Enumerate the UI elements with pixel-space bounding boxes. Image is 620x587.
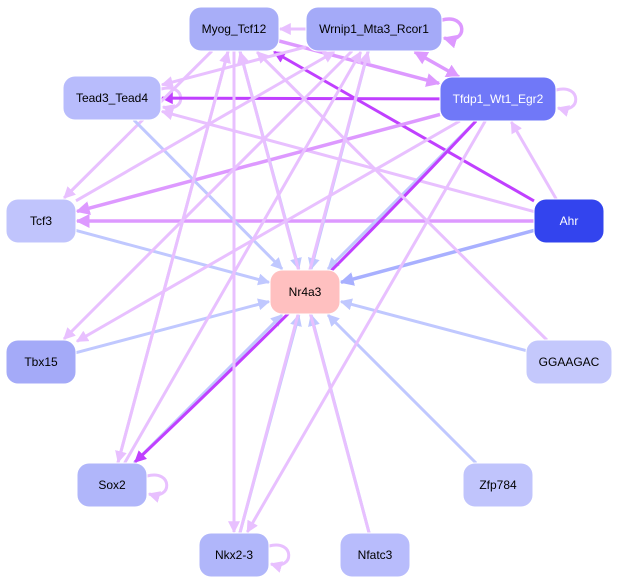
node-box (462, 462, 534, 508)
node-wrnip1_mta3_rcor1[interactable]: Wrnip1_Mta3_Rcor1 (305, 6, 443, 52)
node-tfdp1_wt1_egr2[interactable]: Tfdp1_Wt1_Egr2 (439, 76, 557, 122)
node-box (269, 269, 341, 315)
edge-ahr-to-myog_tcf12 (273, 50, 535, 203)
node-label: Nr4a3 (289, 285, 322, 299)
node-label: Zfp784 (479, 478, 517, 492)
edge-ahr-to-tead3_tead4 (160, 108, 535, 214)
edge-sox2-to-myog_tcf12 (116, 50, 231, 464)
node-label: Ahr (560, 214, 579, 228)
node-label: GGAAGAC (539, 355, 600, 369)
node-tbx15[interactable]: Tbx15 (5, 339, 77, 385)
node-ggaagac[interactable]: GGAAGAC (525, 339, 613, 385)
edge-nkx2-3-to-nkx2-3 (268, 543, 291, 573)
node-label: Tead3_Tead4 (76, 91, 148, 105)
edge-zfp784-to-nr4a3 (326, 313, 478, 465)
edge-ahr-to-nr4a3 (339, 228, 535, 286)
node-tead3_tead4[interactable]: Tead3_Tead4 (62, 75, 162, 121)
node-label: Tfdp1_Wt1_Egr2 (453, 92, 544, 106)
node-tcf3[interactable]: Tcf3 (5, 198, 77, 244)
node-box (188, 6, 280, 52)
node-nkx2-3[interactable]: Nkx2-3 (198, 532, 270, 578)
node-box (339, 532, 411, 578)
node-box (62, 75, 162, 121)
node-label: Tcf3 (30, 214, 52, 228)
node-ahr[interactable]: Ahr (533, 198, 605, 244)
node-box (5, 339, 77, 385)
edge-tfdp1_wt1_egr2-to-tbx15 (75, 119, 461, 343)
edge-ahr-to-tfdp1_wt1_egr2 (510, 120, 558, 200)
node-label: Wrnip1_Mta3_Rcor1 (319, 22, 429, 36)
node-zfp784[interactable]: Zfp784 (462, 462, 534, 508)
node-label: Nkx2-3 (215, 548, 253, 562)
edge-sox2-to-sox2 (146, 473, 169, 503)
edge-tfdp1_wt1_egr2-to-tcf3 (75, 112, 441, 215)
node-box (76, 462, 148, 508)
node-box (533, 198, 605, 244)
edge-ggaagac-to-nr4a3 (339, 298, 527, 353)
edge-ggaagac-to-myog_tcf12 (256, 50, 548, 342)
node-nfatc3[interactable]: Nfatc3 (339, 532, 411, 578)
node-box (305, 6, 443, 52)
node-label: Sox2 (98, 478, 126, 492)
edge-tcf3-to-wrnip1_mta3_rcor1 (75, 50, 336, 203)
edges-layer (62, 17, 578, 573)
node-label: Tbx15 (24, 355, 58, 369)
node-box (198, 532, 270, 578)
edge-tfdp1_wt1_egr2-to-nkx2-3 (246, 120, 487, 534)
node-myog_tcf12[interactable]: Myog_Tcf12 (188, 6, 280, 52)
node-sox2[interactable]: Sox2 (76, 462, 148, 508)
node-label: Myog_Tcf12 (202, 22, 267, 36)
node-label: Nfatc3 (358, 548, 393, 562)
edge-wrnip1_mta3_rcor1-to-wrnip1_mta3_rcor1 (441, 17, 464, 49)
edge-tfdp1_wt1_egr2-to-tfdp1_wt1_egr2 (555, 87, 578, 117)
node-box (439, 76, 557, 122)
edge-tfdp1_wt1_egr2-to-tead3_tead4 (160, 92, 441, 105)
node-box (5, 198, 77, 244)
edge-tfdp1_wt1_egr2-to-wrnip1_mta3_rcor1 (413, 50, 461, 79)
edge-sox2-to-wrnip1_mta3_rcor1 (123, 50, 363, 464)
node-nr4a3[interactable]: Nr4a3 (269, 269, 341, 315)
node-box (525, 339, 613, 385)
edge-tbx15-to-nr4a3 (75, 298, 271, 355)
